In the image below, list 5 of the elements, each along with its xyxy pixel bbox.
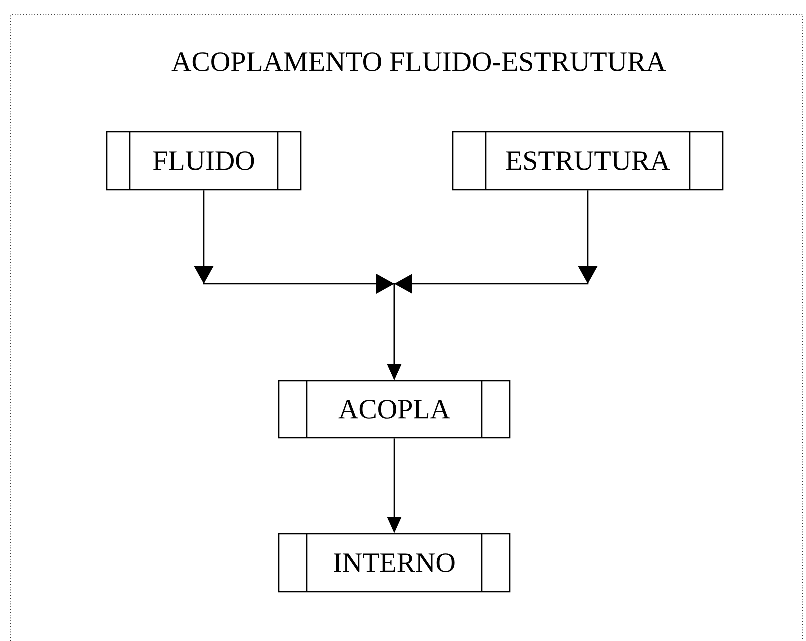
process-box: INTERNO: [278, 533, 511, 593]
process-box: FLUIDO: [106, 131, 302, 191]
title: ACOPLAMENTO FLUIDO-ESTRUTURA: [172, 52, 666, 72]
process-box: ACOPLA: [278, 380, 511, 439]
process-box: ESTRUTURA: [452, 131, 724, 191]
